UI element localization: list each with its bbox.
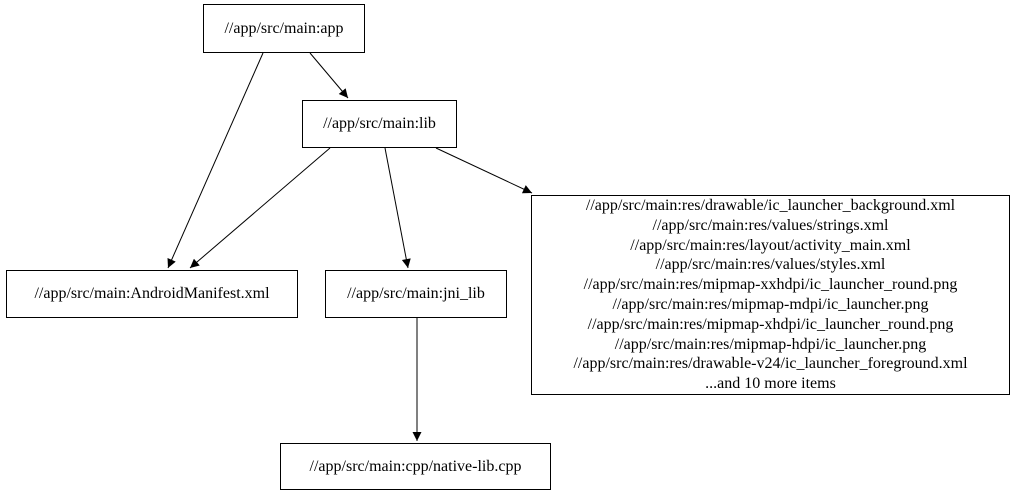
res-group-line: //app/src/main:res/mipmap-mdpi/ic_launch…	[612, 296, 929, 313]
node-app-label: //app/src/main:app	[224, 19, 344, 37]
node-app: //app/src/main:app	[203, 4, 365, 53]
edge-app-to-lib	[309, 52, 349, 99]
res-group-line: //app/src/main:res/layout/activity_main.…	[630, 236, 911, 254]
node-lib: //app/src/main:lib	[302, 100, 457, 148]
edge-lib-to-res-group	[435, 147, 533, 194]
node-jni-lib: //app/src/main:jni_lib	[325, 270, 507, 318]
edge-lib-to-jni-lib	[384, 147, 411, 269]
node-android-manifest-label: //app/src/main:AndroidManifest.xml	[34, 285, 270, 302]
res-group-line: //app/src/main:res/values/styles.xml	[655, 256, 886, 274]
node-jni-lib-label: //app/src/main:jni_lib	[347, 285, 485, 302]
res-group-line: //app/src/main:res/values/strings.xml	[652, 216, 889, 234]
node-android-manifest: //app/src/main:AndroidManifest.xml	[6, 270, 298, 318]
node-native-cpp-label: //app/src/main:cpp/native-lib.cpp	[309, 457, 522, 475]
res-group-line: //app/src/main:res/drawable-v24/ic_launc…	[573, 355, 968, 373]
node-native-cpp: //app/src/main:cpp/native-lib.cpp	[280, 443, 551, 490]
res-group-line: //app/src/main:res/drawable/ic_launcher_…	[585, 197, 956, 215]
node-lib-label: //app/src/main:lib	[323, 115, 436, 132]
edge-app-to-manifest	[167, 52, 264, 269]
res-group-more-items: ...and 10 more items	[705, 375, 836, 393]
res-group-line: //app/src/main:res/mipmap-xhdpi/ic_launc…	[587, 315, 954, 333]
res-group-line: //app/src/main:res/mipmap-hdpi/ic_launch…	[614, 335, 927, 353]
node-res-group: //app/src/main:res/drawable/ic_launcher_…	[531, 195, 1010, 395]
edge-lib-to-manifest	[189, 147, 331, 269]
res-group-line: //app/src/main:res/mipmap-xxhdpi/ic_laun…	[583, 276, 958, 294]
